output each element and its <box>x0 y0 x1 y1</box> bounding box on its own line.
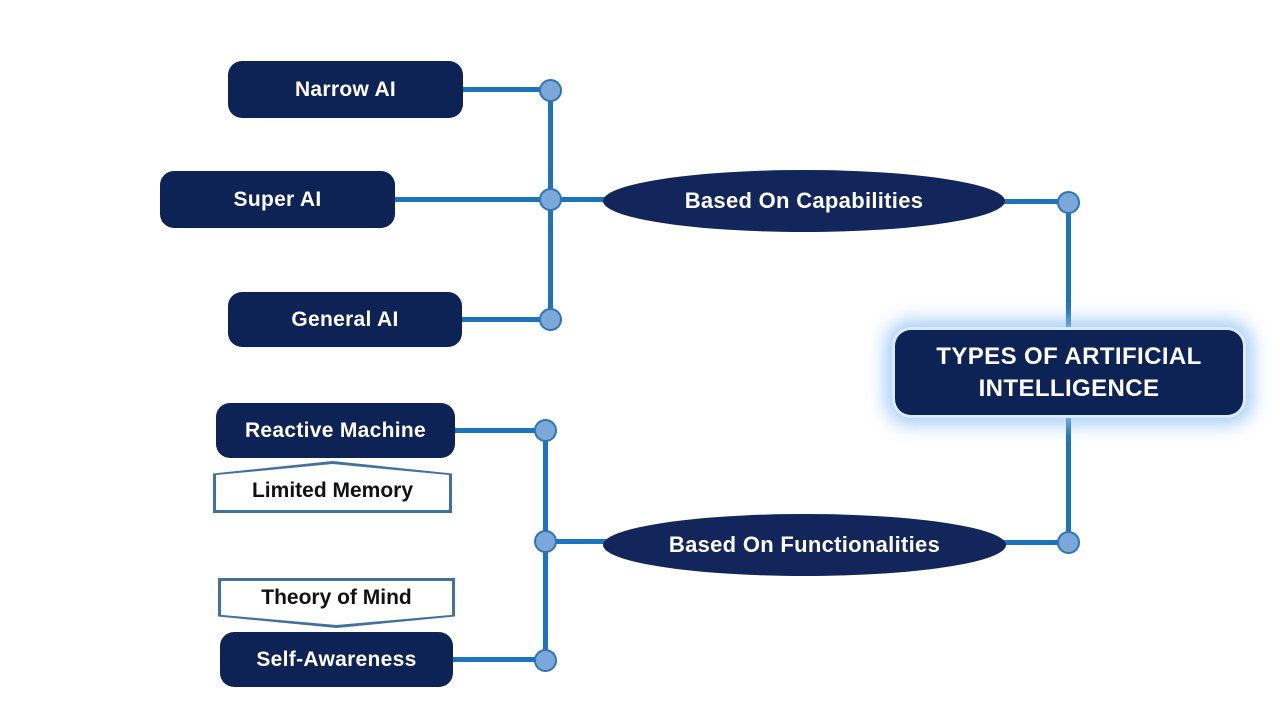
node-narrow-ai: Narrow AI <box>228 61 463 118</box>
connector-corner-to-root-top <box>1066 201 1071 332</box>
node-limited-memory: Limited Memory <box>213 461 452 513</box>
junction-dot-narrow <box>539 79 562 102</box>
connector-trunk-to-func-ellipse <box>543 539 608 544</box>
junction-dot-general <box>539 308 562 331</box>
node-super-ai-label: Super AI <box>233 187 322 211</box>
node-general-ai-label: General AI <box>291 307 399 331</box>
based-on-capabilities-label: Based On Capabilities <box>684 188 924 213</box>
connector-self-to-trunk <box>450 657 548 662</box>
root-label: TYPES OF ARTIFICIAL INTELLIGENCE <box>936 343 1202 402</box>
theory-of-mind-shape-fill <box>221 581 452 625</box>
limited-memory-shape-fill <box>216 464 449 510</box>
node-self-awareness: Self-Awareness <box>220 632 453 687</box>
node-super-ai: Super AI <box>160 171 395 228</box>
junction-dot-self <box>534 649 557 672</box>
node-general-ai: General AI <box>228 292 462 347</box>
based-on-functionalities-label: Based On Functionalities <box>668 532 941 557</box>
connector-root-bottom-to-corner <box>1066 413 1071 545</box>
connector-reactive-to-trunk <box>450 428 548 433</box>
junction-dot-capabilities <box>1057 191 1080 214</box>
connector-capabilities-to-corner <box>1000 199 1070 204</box>
node-theory-of-mind: Theory of Mind <box>218 578 455 628</box>
connector-narrow-to-trunk <box>455 87 555 92</box>
node-based-on-functionalities: Based On Functionalities <box>603 514 1006 576</box>
connector-general-to-trunk <box>455 317 555 322</box>
junction-dot-func-mid <box>534 530 557 553</box>
node-reactive-machine-label: Reactive Machine <box>244 418 427 442</box>
junction-dot-super <box>539 188 562 211</box>
connector-super-to-ellipse <box>392 197 606 202</box>
node-reactive-machine: Reactive Machine <box>216 403 455 458</box>
connector-corner-to-functionalities <box>1002 540 1070 545</box>
node-based-on-capabilities: Based On Capabilities <box>603 170 1005 232</box>
node-narrow-ai-label: Narrow AI <box>294 77 397 101</box>
node-types-of-artificial-intelligence: TYPES OF ARTIFICIAL INTELLIGENCE <box>895 330 1243 415</box>
node-self-awareness-label: Self-Awareness <box>256 647 417 671</box>
node-limited-memory-label: Limited Memory <box>251 479 414 502</box>
junction-dot-functionalities <box>1057 531 1080 554</box>
junction-dot-reactive <box>534 419 557 442</box>
node-theory-of-mind-label: Theory of Mind <box>261 586 412 609</box>
